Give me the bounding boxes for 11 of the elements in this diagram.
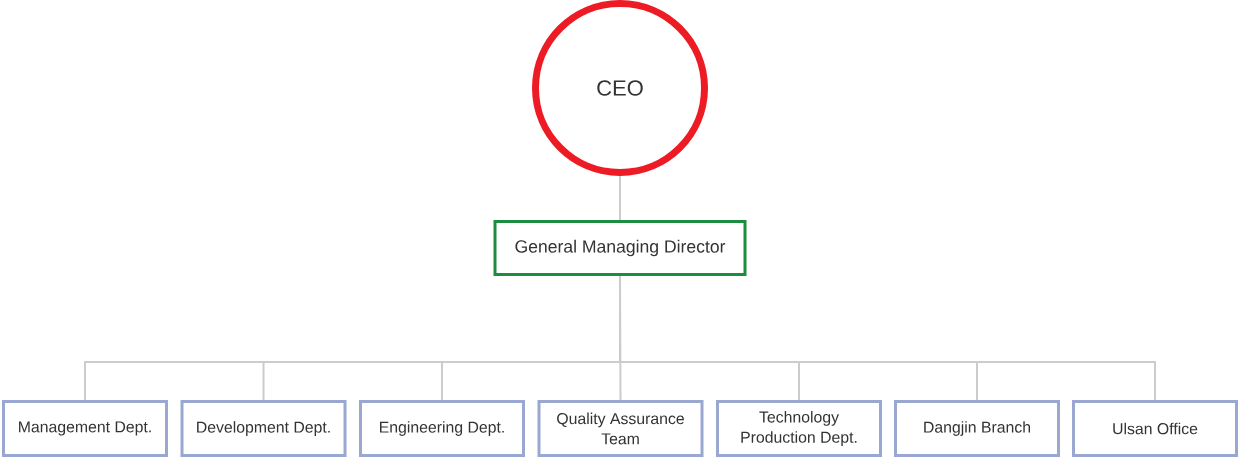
connector-line xyxy=(619,275,1156,401)
department-box: Dangjin Branch xyxy=(894,400,1060,457)
department-box: Engineering Dept. xyxy=(359,400,525,457)
department-box: Management Dept. xyxy=(2,400,168,457)
department-box: Ulsan Office xyxy=(1072,400,1238,457)
department-box: Development Dept. xyxy=(180,400,347,457)
department-box: Technology Production Dept. xyxy=(716,400,882,457)
circle-node: CEO xyxy=(532,0,708,176)
department-box: Quality Assurance Team xyxy=(537,400,704,457)
connector-line xyxy=(619,175,621,221)
director-box: General Managing Director xyxy=(493,220,747,276)
